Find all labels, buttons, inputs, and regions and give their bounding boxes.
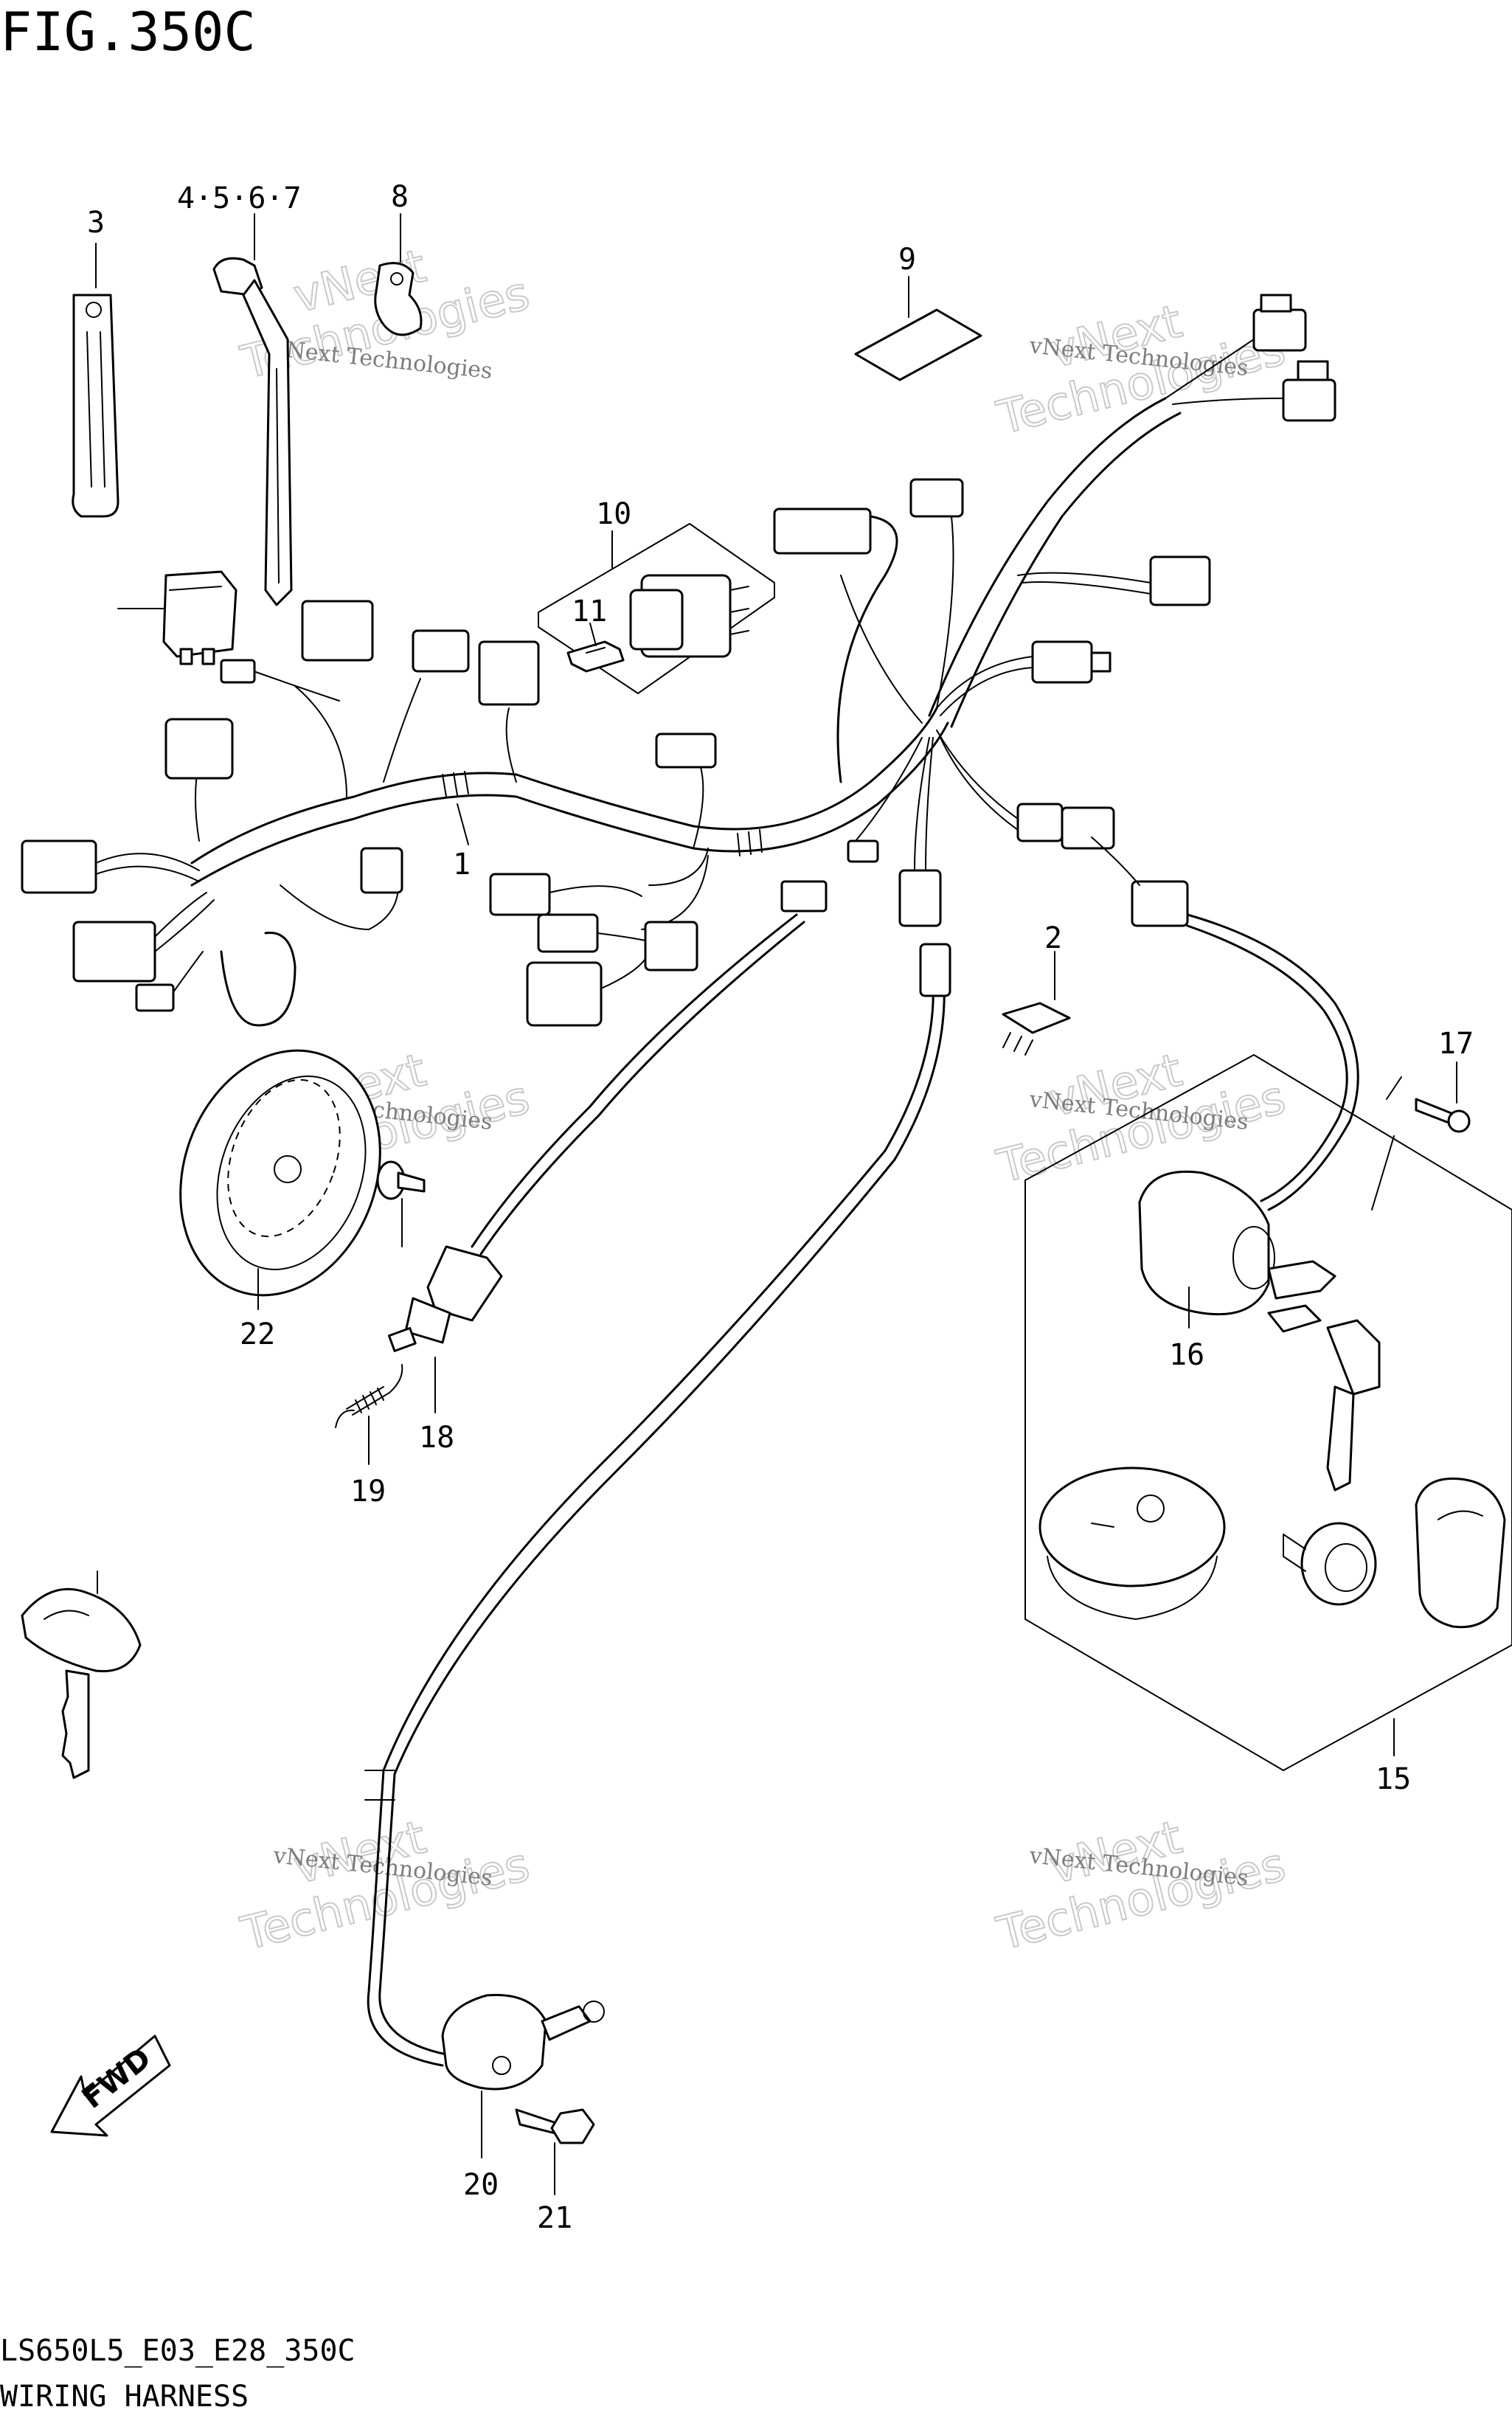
callout-12: 15 <box>1376 1762 1411 1796</box>
callout-4-5-6-7: 4·5·6·7 <box>177 181 302 215</box>
callout-18: 21 <box>537 2201 572 2235</box>
part-9-label <box>854 308 982 381</box>
model-code: LS650L5_E03_E28_350C <box>0 2334 356 2368</box>
part-12-lock-cover <box>1415 1477 1506 1629</box>
part-20-bolt <box>376 1160 426 1200</box>
callout-13: 16 <box>1169 1338 1204 1372</box>
part-21-relay <box>162 570 237 665</box>
figure-title: FIG.350C <box>0 1 256 63</box>
part-15-switch <box>387 1245 503 1352</box>
callout-10: 10 <box>596 497 631 531</box>
part-10-relay <box>629 574 749 658</box>
part-8-clamp <box>374 262 423 336</box>
leader-14-dashed <box>1371 1076 1402 1210</box>
callout-8: 8 <box>391 180 409 214</box>
part-18-bolt <box>515 2108 595 2144</box>
part-16-spring <box>335 1364 403 1428</box>
part-12-seat-lock <box>1283 1522 1377 1606</box>
part-10-group-outline <box>538 523 775 694</box>
part-17-sensor <box>441 1993 605 2091</box>
leader-1 <box>457 803 469 845</box>
part-14-screw <box>1415 1098 1471 1133</box>
part-3-clamp <box>72 294 119 518</box>
part-19-horn <box>179 1049 381 1297</box>
callout-19: 22 <box>240 1317 275 1351</box>
callout-2: 2 <box>1044 921 1062 955</box>
part-1-wiring-harness <box>21 294 1359 2067</box>
part-2-connector <box>1002 1002 1071 1056</box>
callout-14: 17 <box>1438 1027 1474 1061</box>
part-12-fuel-cap <box>1038 1466 1226 1620</box>
callout-3: 3 <box>87 206 105 240</box>
callout-16: 19 <box>350 1475 386 1509</box>
diagram-caption: WIRING HARNESS <box>0 2380 249 2414</box>
part-4-7-cable-tie <box>212 257 293 606</box>
fwd-arrow-icon: FWD <box>50 2034 171 2137</box>
part-22-key <box>21 1587 142 1779</box>
callout-11: 11 <box>572 595 607 628</box>
callout-17: 20 <box>463 2168 499 2202</box>
leader-11 <box>589 623 597 646</box>
callout-9: 9 <box>898 243 916 277</box>
part-11-fuse <box>566 640 625 673</box>
callout-1: 1 <box>453 848 471 882</box>
part-12-group-outline <box>1024 1054 1512 1771</box>
callout-15: 18 <box>419 1421 454 1455</box>
part-13-ignition-switch <box>1138 1170 1381 1492</box>
